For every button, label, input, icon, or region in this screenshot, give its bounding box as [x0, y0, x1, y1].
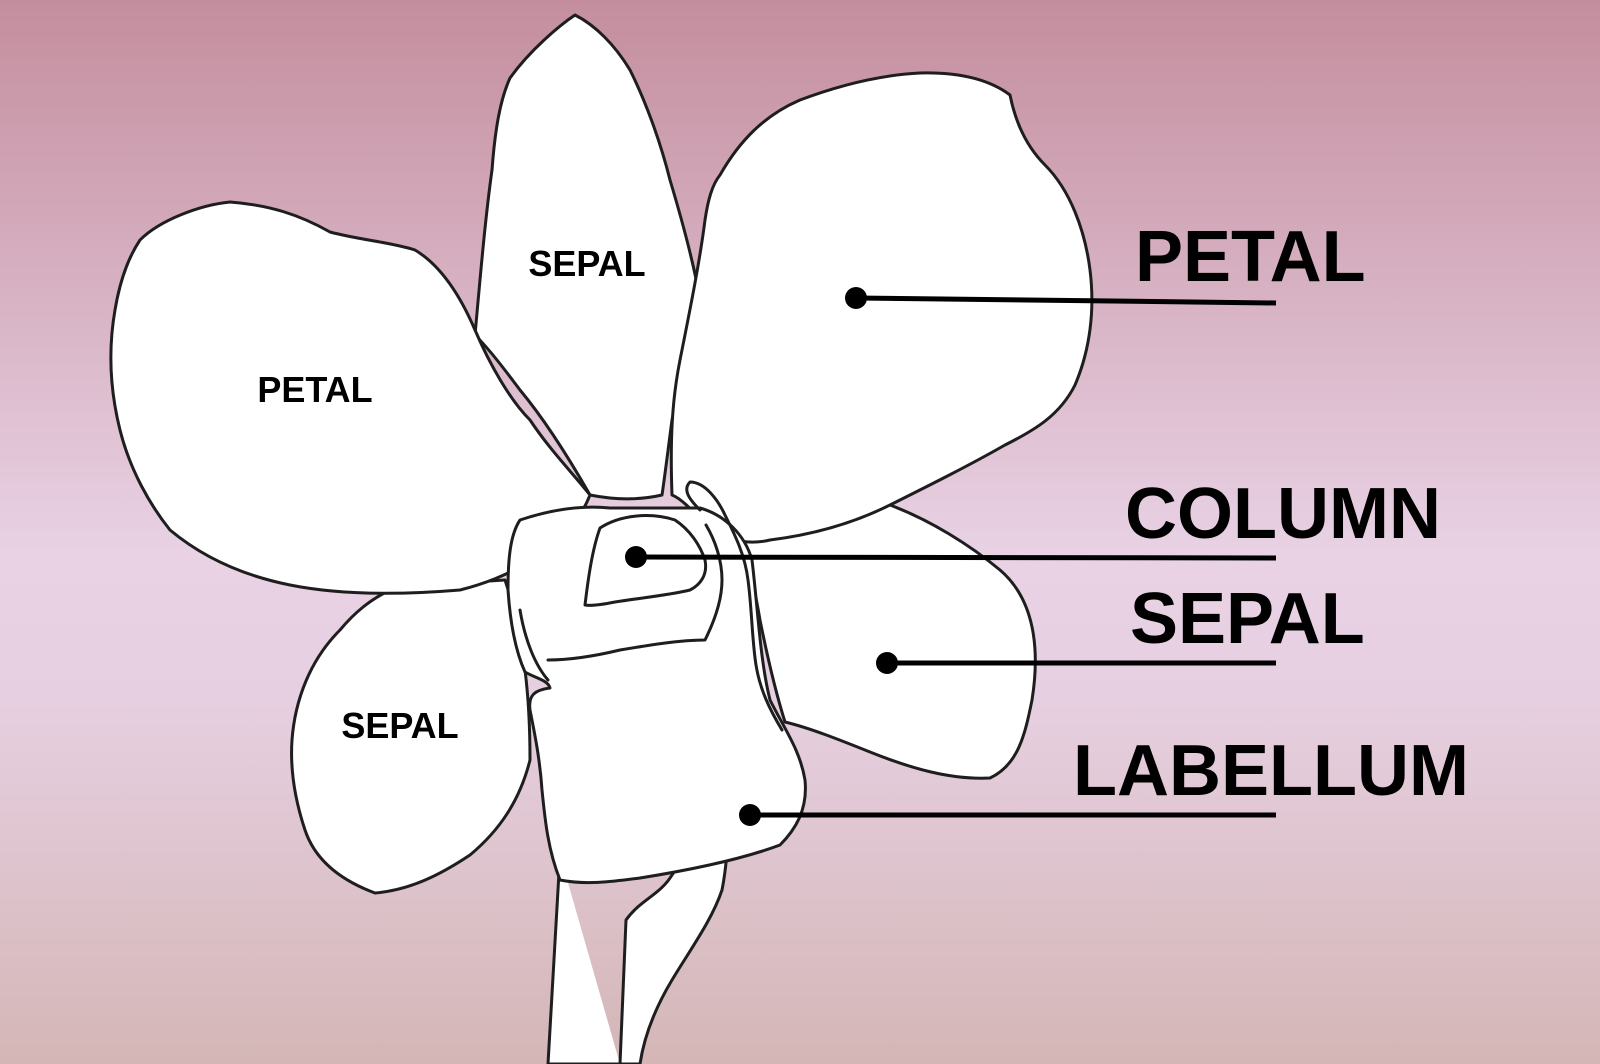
- column-leader-dot: [625, 546, 647, 568]
- label-left-petal: PETAL: [257, 369, 372, 410]
- petal-leader-dot: [845, 287, 867, 309]
- petal-leader-line: [855, 295, 1277, 306]
- labellum-leader-dot: [739, 804, 761, 826]
- label-lower-left-sepal: SEPAL: [341, 705, 458, 746]
- callout-column: COLUMN: [1125, 474, 1441, 554]
- callout-labellum: LABELLUM: [1073, 731, 1469, 811]
- labellum-inner-fold: [546, 523, 724, 662]
- labellum-side-fold: [518, 608, 550, 682]
- sepal-top: [473, 13, 702, 501]
- label-top-sepal: SEPAL: [528, 243, 645, 284]
- callout-sepal: SEPAL: [1130, 579, 1365, 659]
- column-leader-line: [635, 554, 1277, 561]
- callout-petal: PETAL: [1135, 217, 1366, 297]
- sepal-lower-right: [738, 503, 1037, 780]
- labellum-shape: [506, 505, 807, 885]
- sepal-leader-dot: [876, 652, 898, 674]
- petal-right: [669, 71, 1094, 544]
